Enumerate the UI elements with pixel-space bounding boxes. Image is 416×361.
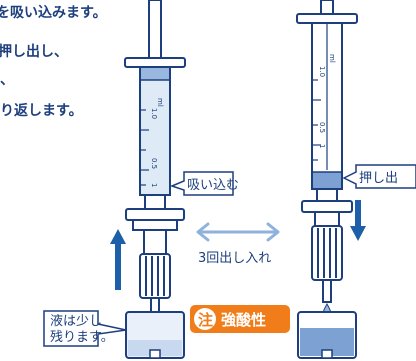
callout-liquid-remains <box>43 310 127 347</box>
left-adapter <box>143 229 167 255</box>
down-arrow-icon <box>350 200 366 241</box>
left-scale-0.1: 1 <box>150 183 158 187</box>
right-cartridge <box>311 225 343 281</box>
left-plunger-flange <box>124 57 186 68</box>
warning-text: 強酸性 <box>221 311 266 329</box>
instruction-line-2: 押し出し、 <box>0 44 68 60</box>
left-scale-0.5: 0.5 <box>150 158 158 169</box>
right-hub <box>316 188 338 202</box>
right-scale-1.0: 1.0 <box>318 66 326 77</box>
right-adapter <box>314 211 340 227</box>
left-filter-cap <box>125 208 185 221</box>
callout-liquid-remains-line1: 液は少し <box>50 314 102 329</box>
up-arrow-icon <box>110 229 126 290</box>
warning-badge <box>190 305 290 333</box>
left-scale-1.0: 1.0 <box>150 108 158 119</box>
left-cartridge <box>139 253 171 299</box>
right-vial <box>297 311 357 359</box>
warning-icon <box>194 308 216 330</box>
double-arrow-icon <box>196 222 280 242</box>
instruction-line-1: を吸い込みます。 <box>0 5 107 21</box>
right-needle <box>322 279 332 303</box>
right-scale-0.5: 0.5 <box>318 122 326 133</box>
right-scale <box>312 79 321 161</box>
left-syringe <box>124 0 186 331</box>
callout-draw-in <box>169 171 234 196</box>
callout-push-out <box>342 164 416 189</box>
right-liquid <box>313 172 341 188</box>
right-syringe <box>296 0 358 303</box>
left-liquid <box>141 68 169 80</box>
left-filter-body <box>132 219 178 231</box>
right-plunger-rod <box>320 0 334 15</box>
repeat-label: 3回出し入れ <box>198 251 271 266</box>
warning-mark: 注 <box>198 311 213 329</box>
right-scale-0.1: 1 <box>318 144 326 148</box>
left-scale-unit: ml <box>156 98 164 107</box>
callout-liquid-remains-line2: 残ります。 <box>50 330 114 345</box>
left-plunger-rod <box>148 0 162 59</box>
instruction-line-4: り返します。 <box>0 103 83 119</box>
callout-push-out-label: 押し出 <box>359 171 398 186</box>
right-filter-cap <box>301 200 353 213</box>
callout-draw-in-label: 吸い込む <box>187 178 239 193</box>
left-scale <box>140 109 149 186</box>
instruction-line-3: 、 <box>0 72 14 88</box>
left-hub <box>144 194 166 210</box>
left-barrel <box>139 66 171 196</box>
right-scale-unit: ml <box>328 54 336 63</box>
right-plunger-flange <box>296 13 358 24</box>
left-vial <box>125 311 185 359</box>
